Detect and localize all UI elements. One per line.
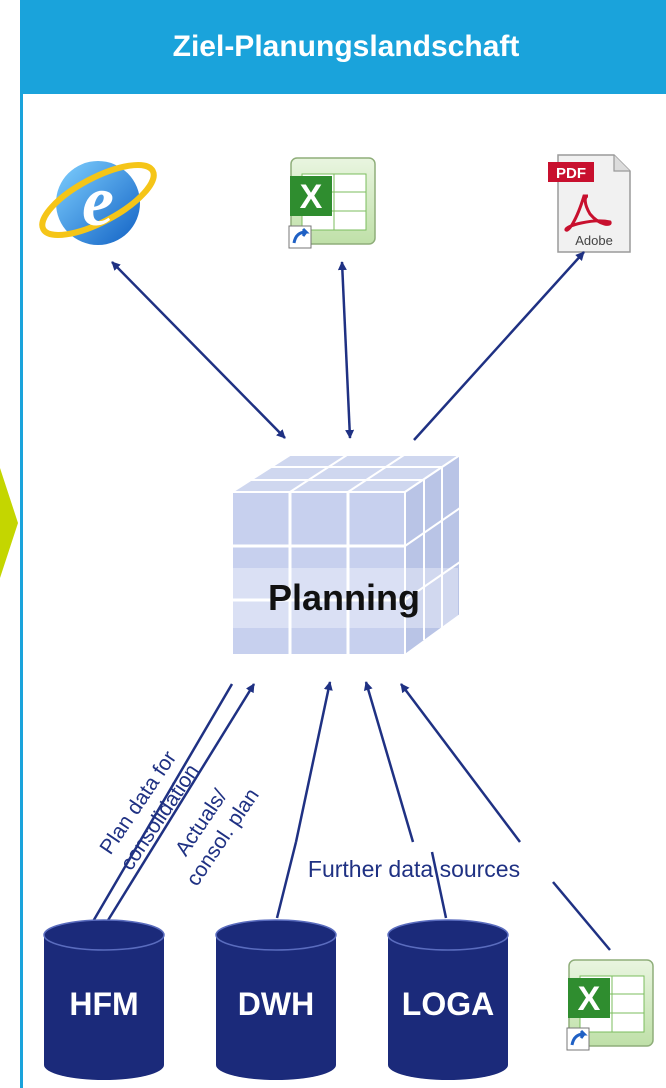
arrow-excel-src-planning [552, 881, 611, 951]
arrow-planning-hfm [86, 683, 234, 931]
svg-text:X: X [300, 178, 323, 216]
database-loga: LOGA [387, 919, 509, 1080]
database-label: HFM [69, 986, 138, 1022]
planning-label: Planning [268, 577, 420, 618]
database-hfm: HFM [43, 919, 165, 1080]
arrow-loga-planning [430, 851, 448, 919]
database-label: LOGA [402, 986, 494, 1022]
svg-text:Adobe: Adobe [575, 233, 613, 248]
panel-title: Ziel-Planungslandschaft [23, 0, 666, 94]
arrow-hfm-planning [100, 683, 256, 931]
excel-icon: X [288, 157, 376, 249]
arrow-planning-pdf [413, 251, 585, 441]
arrow-excel-src-planning-upper [400, 683, 521, 843]
chevron-arrow [0, 468, 18, 578]
svg-text:PDF: PDF [556, 165, 586, 182]
arrow-dwh-planning [275, 841, 298, 919]
svg-text:e: e [82, 161, 114, 241]
further-data-sources-label: Further data sources [308, 856, 520, 882]
planning-cube: Planning [228, 453, 464, 657]
excel-source-icon: X [566, 959, 654, 1051]
arrow-excel-planning [337, 261, 355, 439]
svg-text:X: X [578, 980, 601, 1018]
arrow-loga-planning-upper [363, 681, 415, 843]
database-label: DWH [238, 986, 314, 1022]
internet-explorer-icon: e [39, 161, 157, 245]
arrow-dwh-planning-upper [294, 681, 333, 843]
arrow-ie-planning [111, 261, 286, 439]
database-dwh: DWH [215, 919, 337, 1080]
pdf-icon: PDF Adobe [548, 154, 631, 253]
